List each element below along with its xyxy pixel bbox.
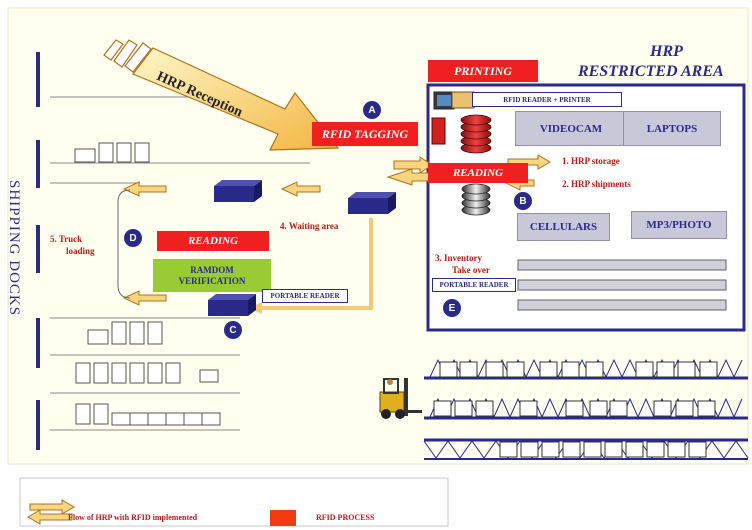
tower — [431, 117, 446, 145]
portable-reader-area: PORTABLE READER — [432, 278, 516, 292]
dock-bar — [36, 225, 40, 273]
pallets-dock4 — [87, 321, 163, 345]
marker-a: A — [363, 101, 381, 119]
legend-flow-label: Flow of HRP with RFID implemented — [68, 513, 198, 522]
dock-bar — [36, 318, 40, 368]
cellulars-zone: CELLULARS — [517, 213, 610, 241]
reading-main-label: READING — [428, 163, 528, 183]
marker-c: C — [224, 321, 242, 339]
side-label: SHIPPING DOCKS — [6, 180, 22, 317]
dock-bar — [36, 400, 40, 450]
truck-bracket — [117, 189, 131, 299]
legend-red-swatch — [270, 510, 296, 526]
legend-box — [19, 477, 449, 527]
pallets-dock1 — [74, 142, 150, 163]
videocam-zone: VIDEOCAM — [515, 111, 627, 146]
legend-arrow-icon — [27, 499, 75, 525]
verification-label-2: VERIFICATION — [178, 275, 246, 286]
truck-label-2: loading — [66, 246, 95, 256]
rack-boxes — [433, 361, 718, 458]
dock-bar — [36, 52, 40, 107]
rfid-tagging-label: RFID TAGGING — [312, 122, 418, 146]
marker-b: B — [514, 192, 532, 210]
box-waiting — [348, 192, 396, 214]
printing-label: PRINTING — [428, 60, 538, 82]
box-dock-top — [214, 180, 262, 202]
title-line-1: HRP — [650, 43, 683, 60]
inventory-label-1: 3. Inventory — [435, 253, 482, 263]
mp3photo-zone: MP3/PHOTO — [631, 211, 727, 239]
waiting-path — [255, 218, 373, 310]
grey-disc-stack — [461, 183, 491, 216]
reader-printer-label: RFID READER + PRINTER — [472, 92, 622, 107]
inventory-bar — [517, 279, 727, 291]
verification-label-1: RAMDOM — [190, 264, 234, 275]
box-verify — [208, 294, 256, 316]
laptops-zone: LAPTOPS — [623, 111, 721, 146]
marker-e: E — [443, 299, 461, 317]
waiting-area-label: 4. Waiting area — [280, 221, 339, 231]
reception-arrow — [132, 47, 340, 151]
inventory-bar — [517, 259, 727, 271]
truck-label-1: 5. Truck — [50, 234, 83, 244]
forklift-icon — [379, 378, 422, 419]
storage-label: 1. HRP storage — [562, 156, 620, 166]
legend-process-label: RFID PROCESS — [316, 513, 375, 522]
reception-stripes — [103, 39, 152, 73]
marker-d: D — [124, 229, 142, 247]
printer — [451, 91, 475, 109]
inventory-label-2: Take over — [452, 265, 490, 275]
verification-box: RAMDOM VERIFICATION — [153, 259, 271, 292]
pallets-dock5 — [75, 362, 219, 384]
portable-reader-dock: PORTABLE READER — [262, 289, 348, 303]
reading-dock-label: READING — [157, 231, 269, 251]
title-line-2: RESTRICTED AREA — [578, 63, 724, 80]
red-disc-stack — [460, 114, 492, 154]
dock-bar — [36, 140, 40, 188]
pallets-dock6 — [75, 403, 221, 426]
shipments-label: 2. HRP shipments — [562, 179, 631, 189]
flow-arrows-dock — [122, 181, 321, 306]
inventory-bar — [517, 299, 727, 311]
